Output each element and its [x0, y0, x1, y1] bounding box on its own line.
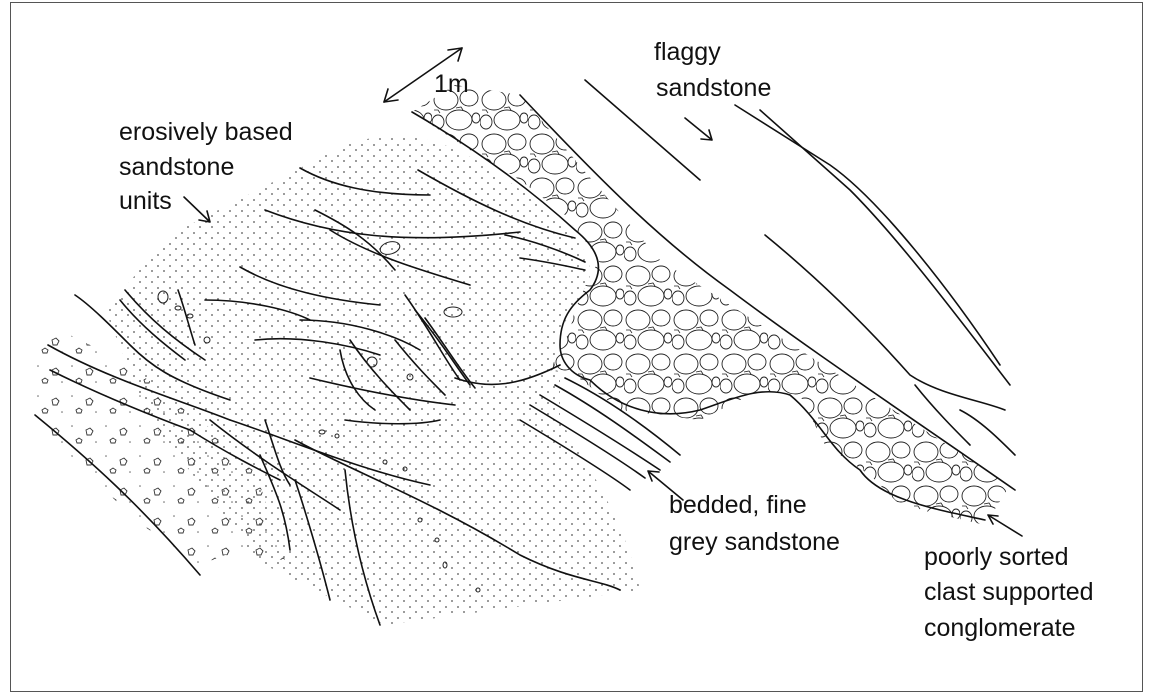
conglomerate-label-line2: clast supported: [924, 578, 1094, 606]
conglomerate-label-line3: conglomerate: [924, 614, 1075, 642]
flaggy-label-line1: flaggy: [654, 38, 721, 66]
flaggy-label-line2: sandstone: [656, 74, 771, 102]
erosive-label-line1: erosively based: [119, 118, 293, 146]
conglomerate-leader: [988, 515, 1022, 536]
erosive-label-line3: units: [119, 187, 172, 215]
flaggy-leader: [685, 118, 712, 140]
bedded-label-line1: bedded, fine: [669, 491, 807, 519]
erosive-label-line2: sandstone: [119, 153, 234, 181]
erosive-leader: [184, 197, 210, 222]
scale-label: 1m: [434, 70, 469, 98]
conglomerate-label-line1: poorly sorted: [924, 543, 1069, 571]
bedded-label-line2: grey sandstone: [669, 528, 840, 556]
